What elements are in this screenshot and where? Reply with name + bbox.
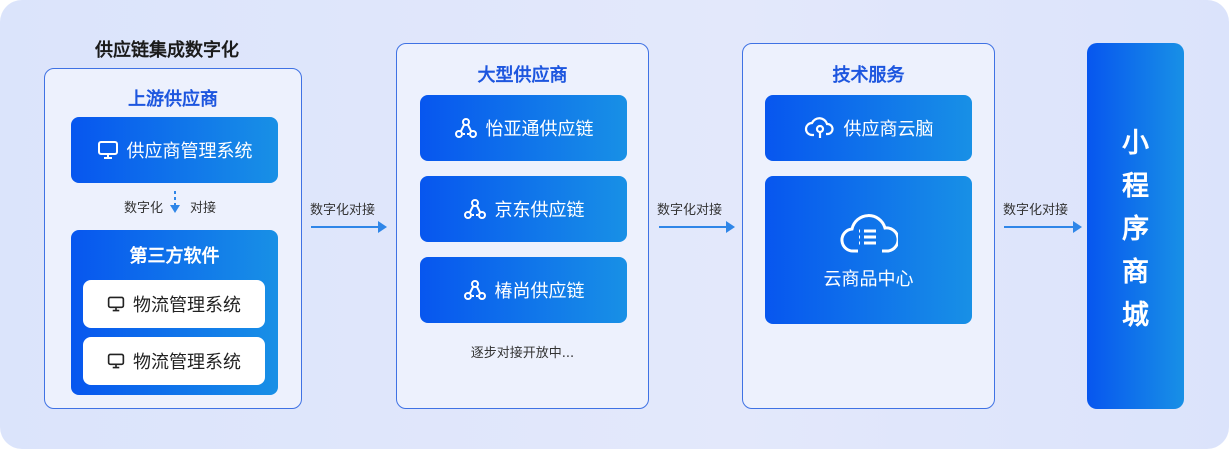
connector-label-right: 对接 [190, 201, 217, 216]
card-label: 物流管理系统 [133, 295, 241, 316]
cloud-upload-icon [804, 116, 836, 140]
logistics-system-card: 物流管理系统 [83, 280, 265, 328]
card-label: 京东供应链 [494, 200, 585, 221]
mini-program-mall-block: 小 程 序 商 城 [1087, 43, 1184, 409]
mall-char: 序 [1122, 213, 1149, 245]
supplier-management-card: 供应商管理系统 [71, 117, 278, 183]
card-label: 供应商管理系统 [126, 141, 253, 162]
card-label: 云商品中心 [823, 269, 914, 290]
connector-label: 数字化对接 [1003, 203, 1069, 218]
panel-title: 上游供应商 [128, 89, 218, 110]
mall-char: 城 [1122, 299, 1149, 331]
supplier-card: 京东供应链 [420, 176, 627, 242]
arrow-right-icon [659, 221, 735, 233]
cloud-product-center-card: 云商品中心 [765, 176, 972, 324]
network-nodes-icon [463, 198, 487, 220]
panel-note: 逐步对接开放中... [470, 346, 575, 361]
mall-char: 程 [1122, 170, 1149, 202]
card-label: 怡亚通供应链 [485, 119, 594, 140]
connector-label: 数字化对接 [657, 203, 723, 218]
panel-title: 大型供应商 [477, 65, 568, 86]
network-nodes-icon [454, 117, 478, 139]
card-title: 第三方软件 [129, 246, 220, 267]
monitor-icon [97, 139, 119, 161]
supplier-card: 椿尚供应链 [420, 257, 627, 323]
network-nodes-icon [463, 279, 487, 301]
connector-label-left: 数字化 [124, 201, 164, 216]
supplier-brain-card: 供应商云脑 [765, 95, 972, 161]
card-label: 供应商云脑 [843, 119, 934, 140]
arrow-right-icon [1004, 221, 1082, 233]
supplier-card: 怡亚通供应链 [420, 95, 627, 161]
dashed-arrow-down-icon [168, 190, 182, 214]
diagram-heading: 供应链集成数字化 [95, 40, 239, 61]
mall-char: 商 [1122, 256, 1149, 288]
monitor-icon [107, 352, 125, 370]
arrow-right-icon [311, 221, 387, 233]
panel-title: 技术服务 [832, 65, 905, 86]
cloud-list-icon [839, 209, 898, 255]
logistics-system-card: 物流管理系统 [83, 337, 265, 385]
card-label: 椿尚供应链 [494, 281, 585, 302]
connector-label: 数字化对接 [310, 203, 376, 218]
mall-char: 小 [1122, 127, 1149, 159]
card-label: 物流管理系统 [133, 352, 241, 373]
monitor-icon [107, 295, 125, 313]
